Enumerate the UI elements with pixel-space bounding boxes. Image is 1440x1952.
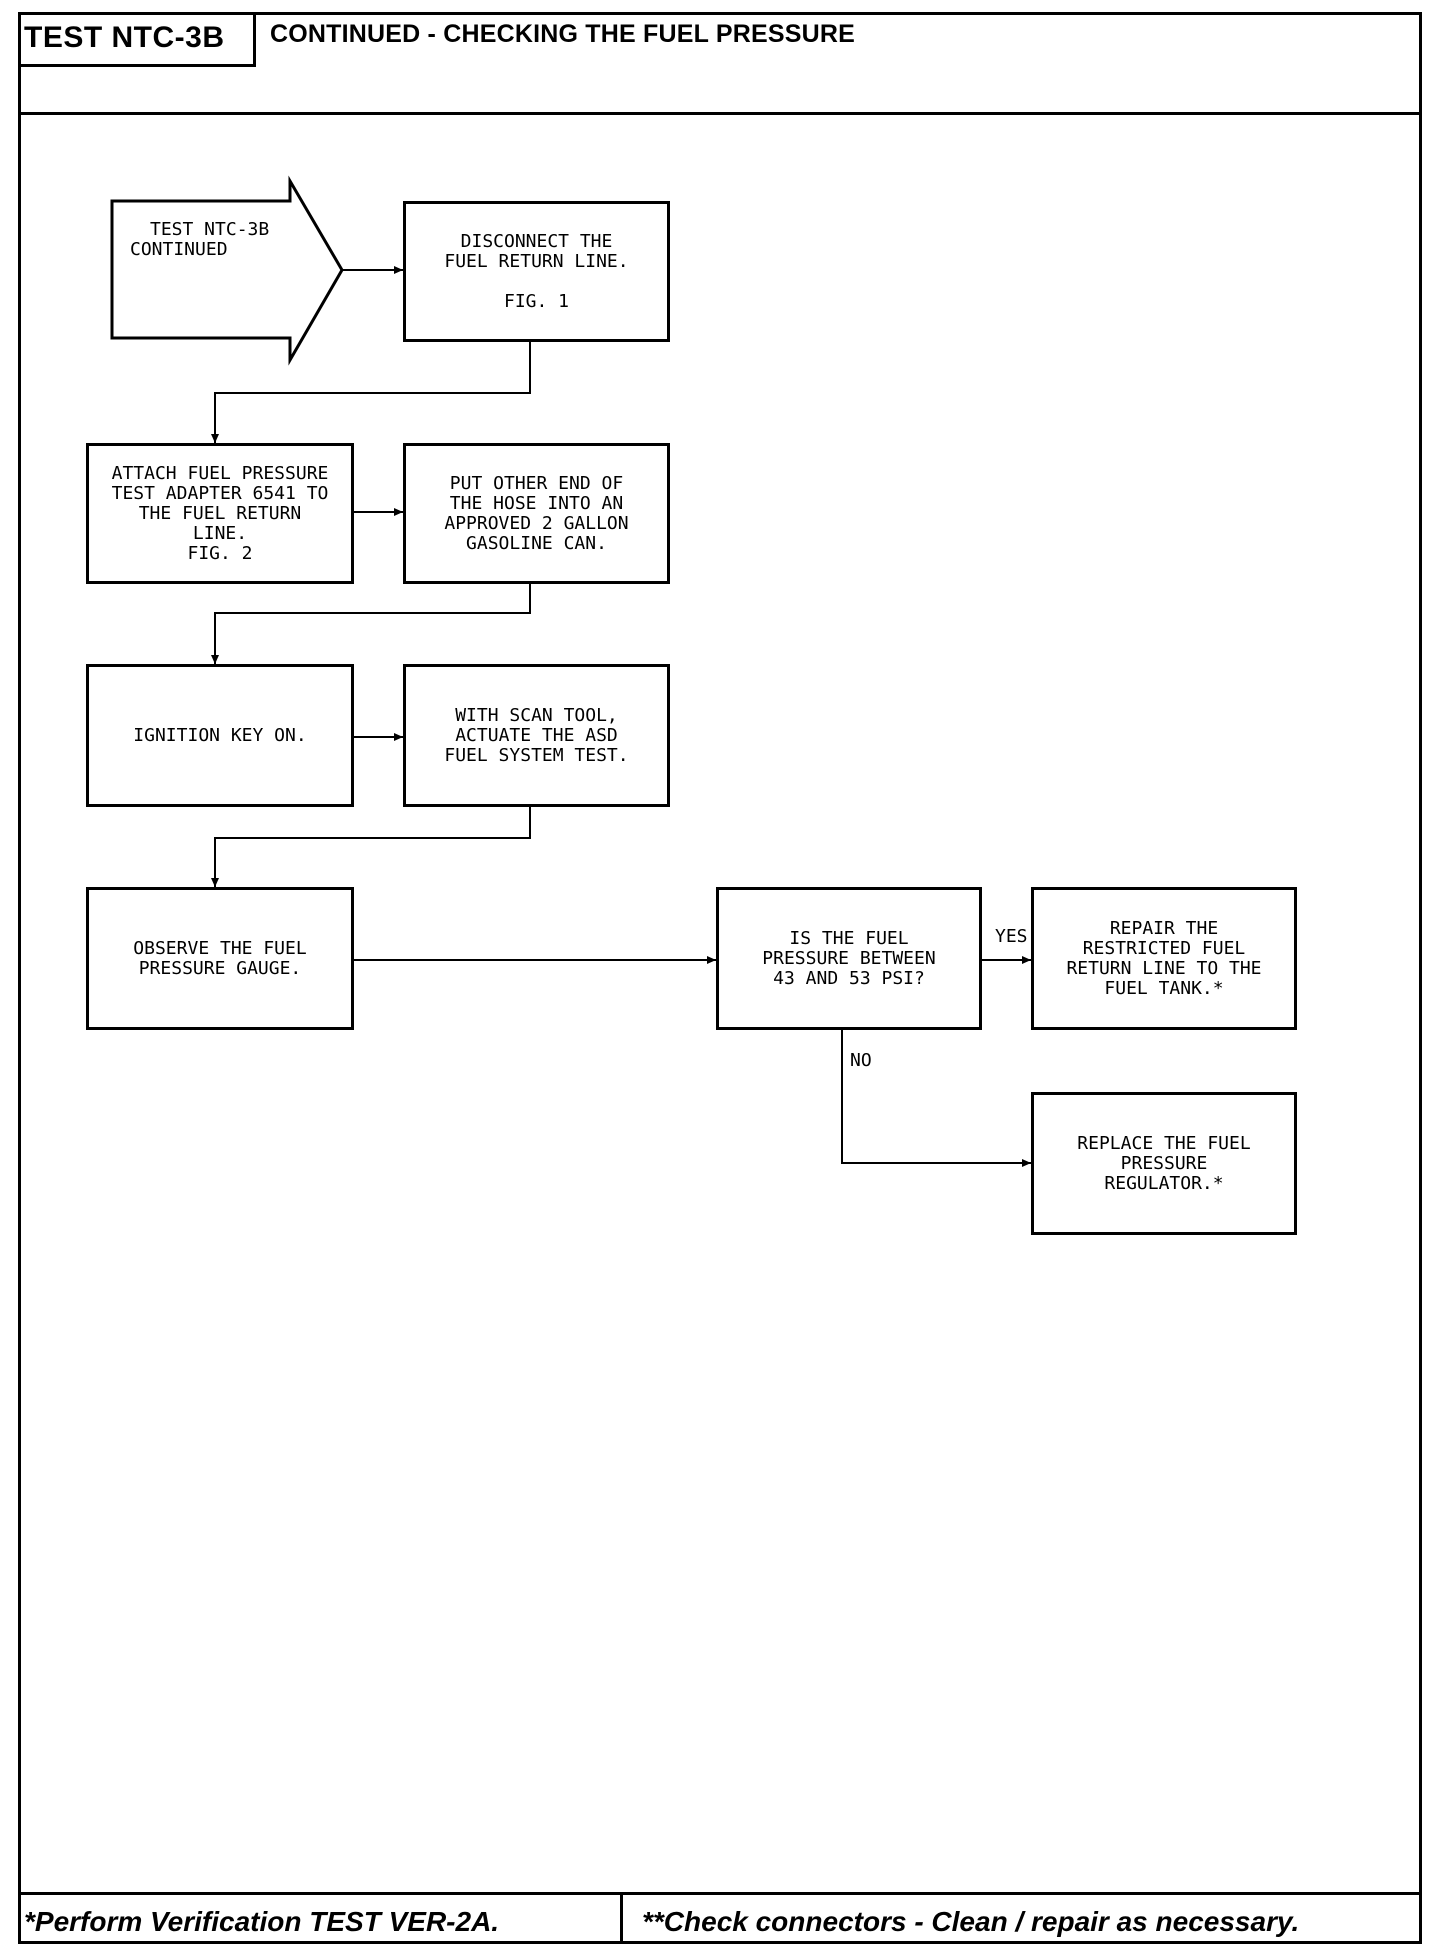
footer-note-left: *Perform Verification TEST VER-2A. [24,1906,500,1937]
page-frame [18,12,1422,1944]
pressure-decision: IS THE FUEL PRESSURE BETWEEN 43 AND 53 P… [716,887,982,1030]
ignition-step: IGNITION KEY ON. [86,664,354,807]
footer-note-right: **Check connectors - Clean / repair as n… [642,1906,1300,1937]
connector-scan-tool-to-observe [211,807,531,887]
attach-adapter-step: ATTACH FUEL PRESSURE TEST ADAPTER 6541 T… [86,443,354,584]
disconnect-step: DISCONNECT THE FUEL RETURN LINE. FIG. 1 [403,201,670,342]
observe-gauge-step: OBSERVE THE FUEL PRESSURE GAUGE. [86,887,354,1030]
connector-put-hose-to-ignition [211,584,531,664]
connector-no [841,1030,1031,1167]
start-label: TEST NTC-3B CONTINUED [130,219,270,260]
footer-divider [18,1892,1422,1895]
replace-regulator-step: REPLACE THE FUEL PRESSURE REGULATOR.* [1031,1092,1297,1235]
start-arrow-shape [110,175,344,366]
test-id-box: TEST NTC-3B [18,12,256,67]
yes-label: YES [995,926,1028,947]
header-divider [18,112,1422,115]
page-title: CONTINUED - CHECKING THE FUEL PRESSURE [270,20,855,48]
footer-column-divider [620,1892,623,1944]
put-hose-step: PUT OTHER END OF THE HOSE INTO AN APPROV… [403,443,670,584]
repair-return-line-step: REPAIR THE RESTRICTED FUEL RETURN LINE T… [1031,887,1297,1030]
no-label: NO [850,1050,872,1071]
connector-disconnect-to-attach [211,342,531,443]
scan-tool-step: WITH SCAN TOOL, ACTUATE THE ASD FUEL SYS… [403,664,670,807]
